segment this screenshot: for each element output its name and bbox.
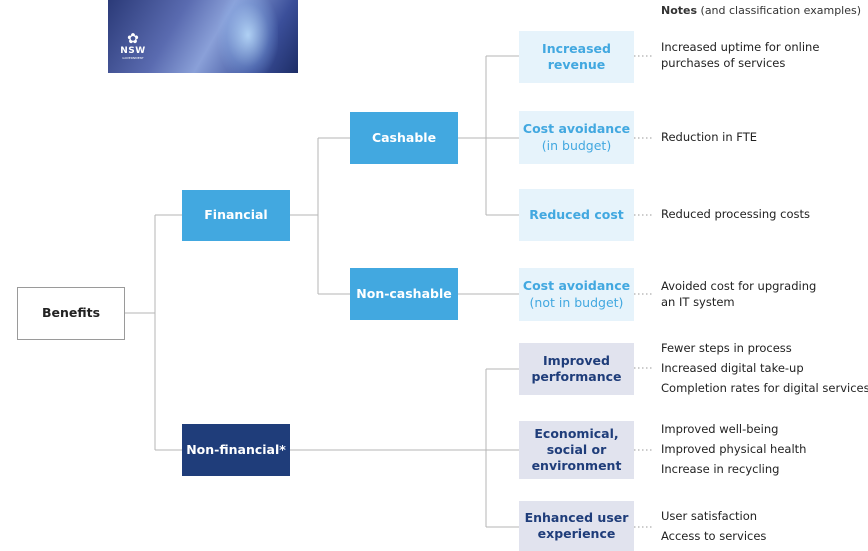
leaf-economical-line1: Economical, [534, 425, 619, 441]
logo-subtext: GOVERNMENT [122, 56, 144, 60]
note-cost-avoidance-not-in-budget: Avoided cost for upgrading an IT system [661, 279, 816, 311]
note-line: Fewer steps in process [661, 341, 792, 355]
leaf-cost-avoidance-in-budget: Cost avoidance (in budget) [519, 111, 634, 164]
leaf-improved-performance-line2: performance [531, 369, 622, 384]
node-non-cashable-label: Non-cashable [356, 285, 452, 301]
node-non-financial-label: Non-financial* [186, 441, 286, 457]
node-financial: Financial [182, 190, 290, 241]
note-line: Improved physical health [661, 441, 807, 456]
note-line: Increased digital take-up [661, 360, 804, 375]
leaf-enhanced-ux-line1: Enhanced user [524, 509, 629, 525]
node-benefits: Benefits [17, 287, 125, 340]
note-reduced-cost: Reduced processing costs [661, 207, 810, 223]
leaf-reduced-cost: Reduced cost [519, 189, 634, 241]
leaf-enhanced-user-experience: Enhanced user experience [519, 501, 634, 551]
leaf-increased-revenue-line2: revenue [547, 57, 606, 72]
leaf-improved-performance-line1: Improved [543, 352, 610, 368]
note-line: Increased uptime for online [661, 40, 820, 54]
note-line: Increase in recycling [661, 461, 780, 476]
header-photo: ✿ NSW GOVERNMENT [108, 0, 298, 73]
leaf-enhanced-ux-line2: experience [537, 526, 616, 541]
node-benefits-label: Benefits [41, 305, 101, 321]
waratah-icon: ✿ [127, 31, 139, 47]
leaf-increased-revenue: Increased revenue [519, 31, 634, 83]
leaf-increased-revenue-line1: Increased [542, 40, 611, 56]
note-line: Reduction in FTE [661, 130, 757, 144]
leaf-economical-line2: social or [546, 441, 607, 457]
note-line: Access to services [661, 528, 767, 543]
note-line: User satisfaction [661, 509, 758, 523]
leaf-improved-performance: Improved performance [519, 343, 634, 395]
leaf-cost-avoidance-not-in-budget: Cost avoidance (not in budget) [519, 268, 634, 321]
photo-highlight [218, 0, 278, 73]
leaf-reduced-cost-label: Reduced cost [529, 206, 624, 222]
node-non-financial: Non-financial* [182, 424, 290, 476]
note-improved-performance: Fewer steps in process Increased digital… [661, 341, 868, 401]
leaf-cost-avoidance-in-budget-line2: (in budget) [541, 137, 612, 153]
notes-header: Notes (and classification examples) [661, 4, 861, 17]
leaf-cost-avoidance-not-in-budget-line2: (not in budget) [529, 294, 624, 310]
note-line: Completion rates for digital services [661, 380, 868, 395]
note-cost-avoidance-in-budget: Reduction in FTE [661, 130, 757, 146]
nsw-government-logo: ✿ NSW GOVERNMENT [118, 32, 148, 60]
leaf-economical-line3: environment [531, 458, 622, 474]
node-non-cashable: Non-cashable [350, 268, 458, 320]
note-line: Avoided cost for upgrading [661, 279, 817, 293]
leaf-cost-avoidance-in-budget-line1: Cost avoidance [522, 121, 631, 137]
note-enhanced-ux: User satisfaction Access to services [661, 509, 766, 549]
leaf-cost-avoidance-not-in-budget-line1: Cost avoidance [522, 278, 631, 294]
node-financial-label: Financial [204, 207, 268, 223]
node-cashable-label: Cashable [371, 129, 437, 145]
note-line: purchases of services [661, 55, 786, 70]
leaf-economical-social-environment: Economical, social or environment [519, 421, 634, 479]
note-economical: Improved well-being Improved physical he… [661, 422, 806, 482]
note-line: Improved well-being [661, 422, 779, 436]
note-line: an IT system [661, 294, 735, 309]
logo-text: NSW [120, 46, 146, 56]
notes-header-rest: (and classification examples) [697, 4, 862, 17]
node-cashable: Cashable [350, 112, 458, 164]
note-line: Reduced processing costs [661, 207, 810, 221]
note-increased-revenue: Increased uptime for online purchases of… [661, 40, 819, 72]
notes-header-bold: Notes [661, 4, 698, 17]
